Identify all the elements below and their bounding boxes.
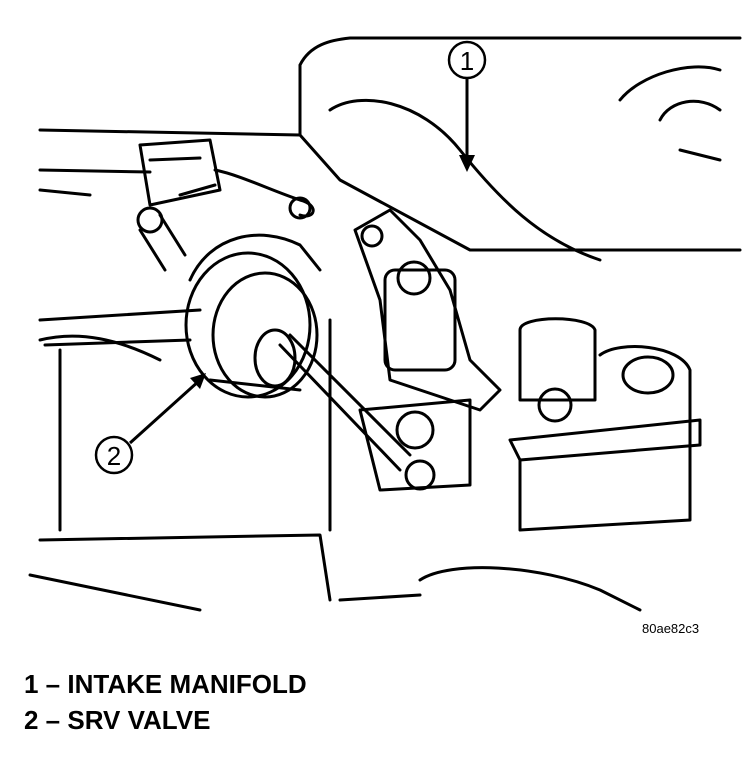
srv-valve-housing <box>188 233 322 392</box>
lower-bracket <box>358 398 472 492</box>
callout-1-arrowhead <box>459 155 475 172</box>
callout-2-number: 2 <box>107 441 121 471</box>
manifold-port-outline <box>618 65 722 162</box>
center-bracket <box>353 208 502 412</box>
lower-bolt <box>395 410 435 450</box>
callout-1: 1 <box>447 40 487 172</box>
connector-clip <box>288 196 312 220</box>
lower-outline <box>28 533 642 612</box>
electrical-connector <box>138 138 222 207</box>
connector-wire <box>213 168 315 218</box>
right-pad <box>518 345 692 532</box>
center-bolt <box>396 260 432 296</box>
legend-item-srv-valve: 2 – SRV VALVE <box>24 705 211 735</box>
callout-2: 2 <box>94 373 206 475</box>
srv-valve-face <box>211 271 319 399</box>
rail-lines <box>38 128 302 347</box>
srv-valve-inner <box>253 328 297 388</box>
callout-1-number: 1 <box>460 46 474 76</box>
left-bolt <box>136 206 164 234</box>
upper-bolt <box>360 224 384 248</box>
rear-housing <box>38 318 332 532</box>
intake-manifold-body <box>298 36 742 262</box>
legend: 1 – INTAKE MANIFOLD 2 – SRV VALVE <box>24 666 307 738</box>
right-sensor <box>518 317 597 402</box>
vacuum-hose <box>508 418 702 462</box>
right-nut <box>537 387 573 423</box>
engine-illustration: 1 2 <box>28 36 742 612</box>
center-bracket-boss <box>383 268 457 372</box>
callout-2-leader <box>128 378 202 445</box>
legend-item-intake-manifold: 1 – INTAKE MANIFOLD <box>24 669 307 699</box>
valve-actuator-rod <box>278 333 412 472</box>
callout-2-arrowhead <box>190 373 206 389</box>
rod-pivot <box>404 459 436 491</box>
callout-2-circle <box>94 435 134 475</box>
right-port <box>621 355 675 395</box>
figure-code: 80ae82c3 <box>642 621 700 636</box>
srv-valve-outer <box>184 251 312 399</box>
